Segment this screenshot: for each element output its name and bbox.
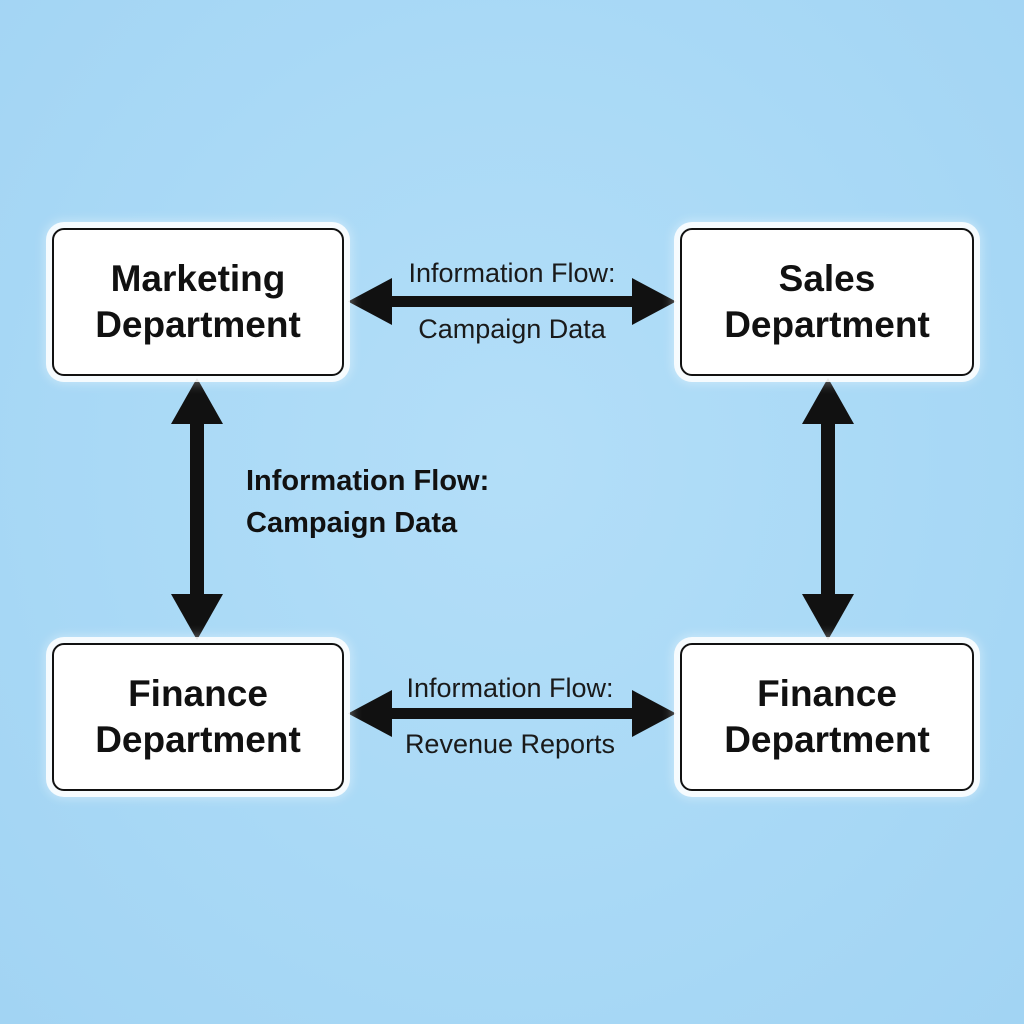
node-line-1: Sales [778,258,876,299]
node-line-1: Finance [128,673,268,714]
arrow-marketing-sales [348,278,676,325]
arrow-sales-finance [802,378,854,640]
edge-label-middle: Information Flow: Campaign Data [246,460,489,544]
finance-department-node-right: Finance Department [680,643,974,791]
sales-department-node: Sales Department [680,228,974,376]
edge-label-top: Information Flow: Campaign Data [408,258,615,344]
node-line-2: Department [724,304,930,345]
edge-label-bottom: Information Flow: Revenue Reports [405,673,615,759]
edge-label-line-2: Revenue Reports [404,729,616,759]
arrow-marketing-finance [171,378,223,640]
marketing-department-node: Marketing Department [52,228,344,376]
edge-label-line-2: Campaign Data [418,314,606,344]
edge-label-line-1: Information Flow: [246,465,490,497]
edge-label-line-1: Information Flow: [408,258,616,288]
finance-department-node-left: Finance Department [52,643,344,791]
node-line-2: Department [724,719,930,760]
edge-label-line-2: Campaign Data [246,507,458,539]
edge-label-line-1: Information Flow: [406,673,614,703]
arrow-finance-finance [348,690,676,737]
node-line-2: Department [95,719,301,760]
node-line-1: Marketing [110,258,286,299]
node-line-2: Department [95,304,301,345]
node-line-1: Finance [757,673,897,714]
